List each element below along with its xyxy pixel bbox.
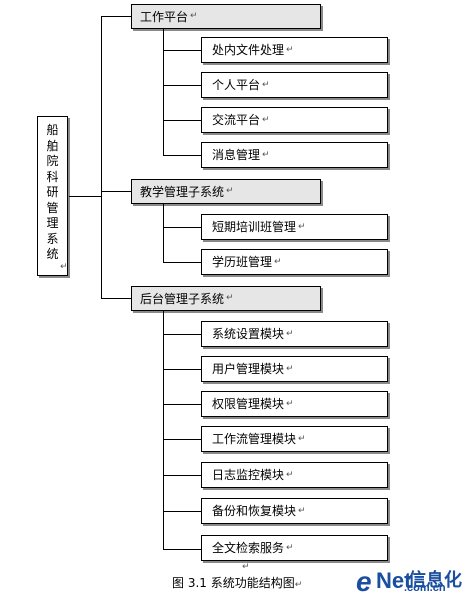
group-title: 后台管理子系统	[140, 291, 225, 306]
root-connector	[69, 196, 101, 197]
group-header-backend-subsystem: 后台管理子系统↵	[131, 286, 321, 311]
node-label: 交流平台	[212, 113, 261, 127]
paragraph-mark: ↵	[242, 562, 250, 572]
branch	[163, 120, 201, 121]
node-label: 短期培训班管理	[212, 220, 297, 234]
node-message-management: 消息管理↵	[201, 142, 388, 168]
branch	[163, 369, 201, 370]
root-char: 研	[46, 185, 59, 199]
branch	[163, 334, 201, 335]
node-personal-platform: 个人平台↵	[201, 72, 388, 98]
enet-logo: e Net 信息化 .com.cn	[356, 566, 464, 597]
branch	[163, 439, 201, 440]
root-char: 科	[46, 169, 59, 184]
branch	[163, 262, 201, 263]
logo-cn: 信息化	[408, 570, 462, 591]
group-3-spine	[163, 311, 164, 549]
logo-net: Net	[376, 568, 412, 593]
logo-domain: .com.cn	[404, 582, 446, 594]
root-char: 系	[46, 231, 59, 246]
group-header-work-platform: 工作平台↵	[131, 4, 321, 29]
root-char: 院	[46, 154, 59, 168]
node-label: 日志监控模块	[212, 468, 285, 482]
branch	[163, 549, 201, 550]
node-doc-processing: 处内文件处理↵	[201, 37, 388, 63]
paragraph-mark: ↵	[60, 262, 68, 272]
node-permission-management: 权限管理模块↵	[201, 391, 388, 417]
node-label: 学历班管理	[212, 255, 273, 269]
node-label: 工作流管理模块	[212, 432, 297, 446]
node-label: 个人平台	[212, 78, 261, 92]
branch	[163, 511, 201, 512]
root-char: 船	[46, 123, 59, 137]
group-header-teaching-subsystem: 教学管理子系统↵	[131, 179, 321, 204]
branch	[163, 155, 201, 156]
group-title: 工作平台	[140, 9, 189, 24]
branch	[163, 404, 201, 405]
node-short-training: 短期培训班管理↵	[201, 214, 388, 240]
node-user-management: 用户管理模块↵	[201, 356, 388, 382]
node-log-monitoring: 日志监控模块↵	[201, 462, 388, 488]
node-label: 用户管理模块	[212, 362, 285, 376]
branch	[163, 85, 201, 86]
node-label: 处内文件处理	[212, 43, 285, 57]
root-char: 理	[46, 216, 59, 230]
figure-caption: 图 3.1 系统功能结构图↵	[172, 576, 303, 590]
spine-to-group-1	[101, 16, 131, 17]
node-label: 系统设置模块	[212, 327, 285, 341]
root-char: 舶	[46, 138, 59, 153]
node-workflow-management: 工作流管理模块↵	[201, 426, 388, 452]
node-label: 全文检索服务	[212, 541, 285, 555]
node-system-settings: 系统设置模块↵	[201, 321, 388, 347]
node-backup-restore: 备份和恢复模块↵	[201, 498, 388, 524]
root-char: 管	[46, 200, 59, 215]
node-label: 消息管理	[212, 148, 261, 162]
logo-e: e	[356, 566, 372, 597]
spine-to-group-3	[101, 298, 131, 299]
group-1-spine	[163, 29, 164, 155]
node-fulltext-search: 全文检索服务↵	[201, 535, 388, 561]
main-spine	[101, 16, 102, 298]
caption-text: 图 3.1 系统功能结构图	[172, 576, 295, 590]
branch	[163, 475, 201, 476]
node-exchange-platform: 交流平台↵	[201, 107, 388, 133]
root-box: 船 舶 院 科 研 管 理 系 统	[37, 116, 68, 276]
root-char: 统	[46, 247, 59, 261]
node-label: 权限管理模块	[212, 397, 285, 411]
node-degree-class: 学历班管理↵	[201, 249, 388, 275]
group-2-spine	[163, 204, 164, 262]
group-title: 教学管理子系统	[140, 184, 225, 199]
node-label: 备份和恢复模块	[212, 504, 297, 518]
spine-to-group-2	[101, 191, 131, 192]
branch	[163, 50, 201, 51]
branch	[163, 227, 201, 228]
